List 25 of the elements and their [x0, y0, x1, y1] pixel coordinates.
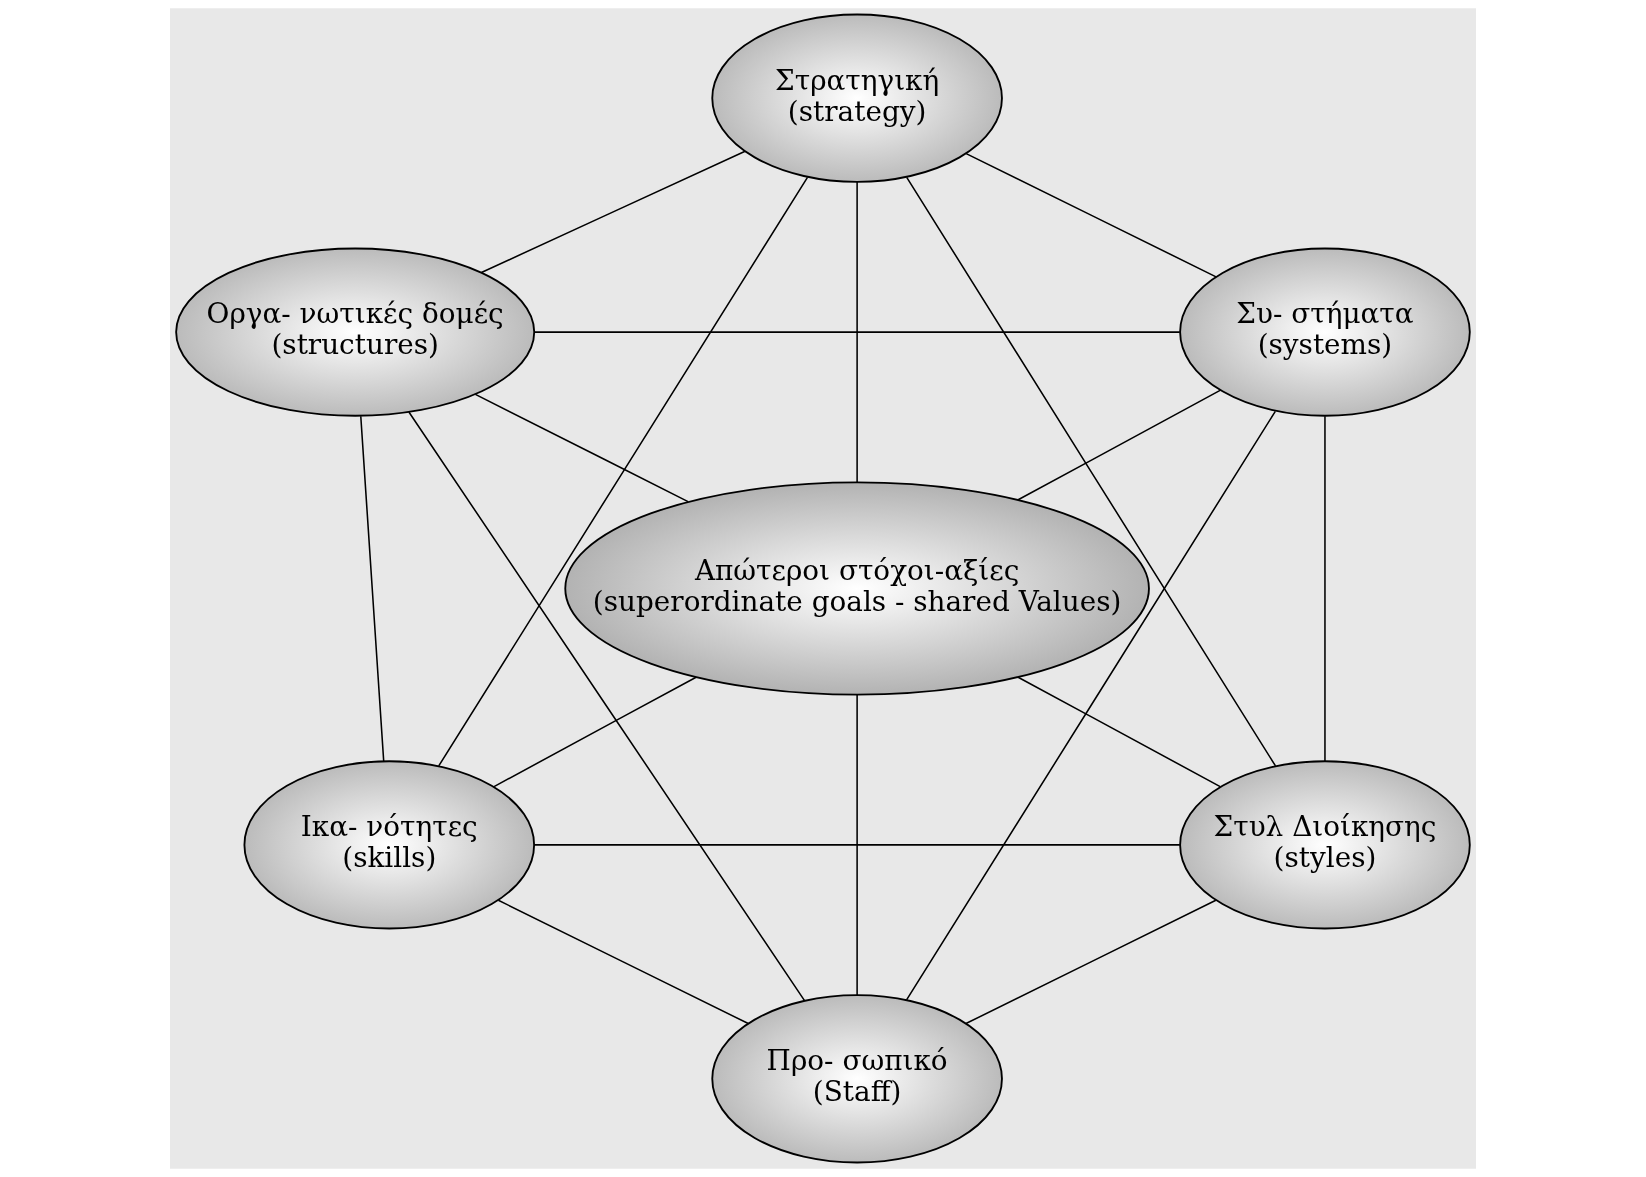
node-ellipse: Οργα- νωτικές δομές (structures) [175, 247, 536, 417]
connector [533, 844, 1181, 846]
connector [408, 411, 806, 1002]
node-ellipse: Ικα- νότητες (skills) [243, 760, 536, 930]
connector [474, 393, 689, 503]
connector [965, 899, 1217, 1025]
connector [360, 415, 385, 762]
connector [533, 331, 1181, 333]
node-ellipse: Στυλ Διοίκησης (styles) [1179, 760, 1471, 930]
node-ellipse: Προ- σωπικό (Staff) [711, 994, 1003, 1164]
connector [1324, 415, 1326, 762]
connector [480, 150, 746, 274]
node-ellipse: Στρατηγική (strategy) [711, 13, 1003, 183]
connector [965, 152, 1217, 278]
connector [856, 694, 858, 996]
connector [437, 176, 809, 767]
connector [1017, 676, 1221, 788]
connector [905, 176, 1277, 767]
connector [856, 181, 858, 483]
connector [1017, 389, 1222, 501]
connector [905, 410, 1277, 1001]
node-ellipse: Απώτεροι στόχοι-αξίες (superordinate goals - shared Values) [564, 481, 1150, 696]
connector [497, 899, 749, 1025]
node-ellipse: Συ- στήματα (systems) [1179, 247, 1471, 417]
connector [493, 676, 697, 788]
